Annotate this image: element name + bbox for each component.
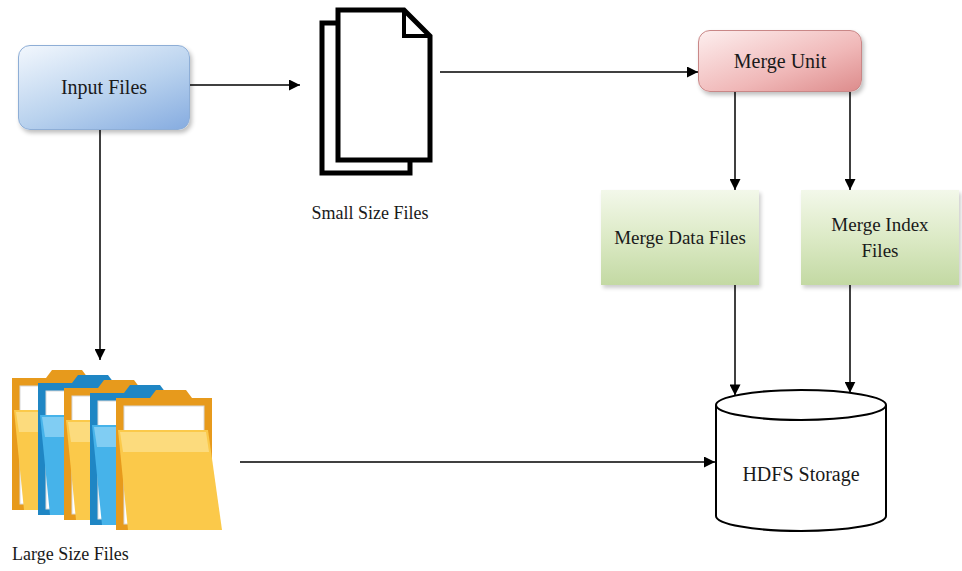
flow-arrow [440,71,698,73]
flow-arrow [734,285,736,395]
flow-arrow [190,84,300,86]
flow-arrow [99,130,101,360]
merge-unit-box: Merge Unit [698,30,862,92]
cylinder-outline [715,390,887,532]
small-files-icon: Small Size Files [300,5,440,225]
flow-arrow [849,92,851,190]
storage-cylinder: HDFS Storage [715,390,887,532]
large-files-icon: Large Size Files [8,360,240,566]
merge-index-box: Merge Index Files [801,190,959,285]
documents-icon [300,5,440,180]
page-fold [404,10,430,36]
merge-data-box: Merge Data Files [601,190,759,285]
page-outline [338,10,430,160]
icon-caption: Small Size Files [312,201,429,225]
node-label: Input Files [61,74,147,101]
flow-arrow [734,92,736,190]
folders-icon [8,360,240,530]
node-label: Merge Unit [734,48,826,75]
icon-caption: Large Size Files [8,542,129,566]
flow-arrow [849,285,851,393]
input-box: Input Files [18,45,190,130]
node-label: Merge Data Files [614,225,746,251]
folder-shape [116,390,222,530]
node-label: Merge Index Files [811,212,949,263]
node-label: HDFS Storage [742,461,859,488]
flow-arrow [240,461,715,463]
